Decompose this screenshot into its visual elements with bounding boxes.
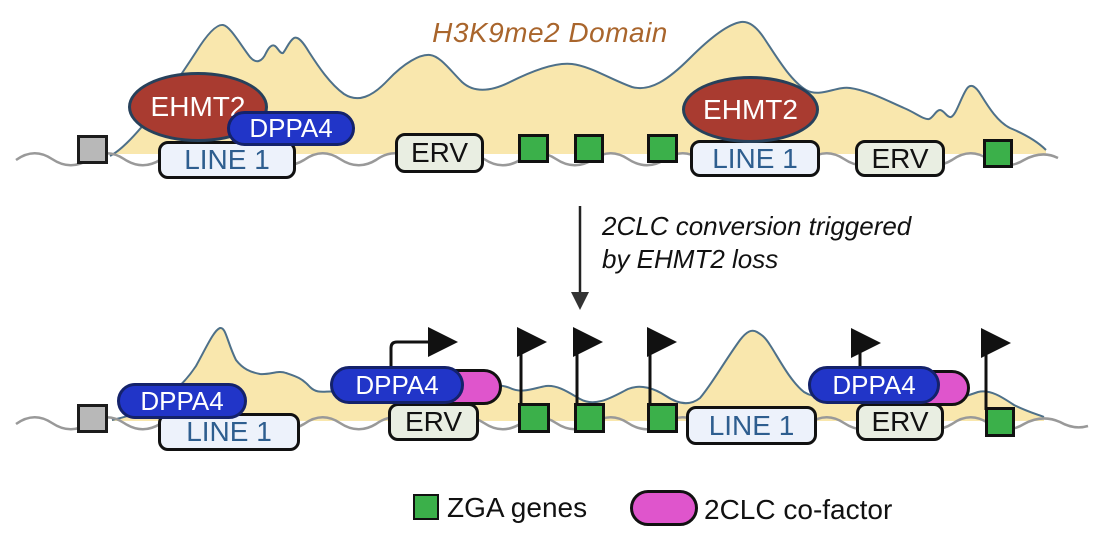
silenced-gene-square <box>77 135 108 164</box>
zga-gene-square <box>574 403 605 433</box>
legend-zga-label: ZGA genes <box>447 492 588 523</box>
zga-gene-square <box>574 134 604 163</box>
zga-gene-square <box>647 134 678 163</box>
dppa4-label: DPPA4 <box>249 113 333 143</box>
dppa4-pill: DPPA4 <box>227 111 355 146</box>
zga-gene-square <box>518 403 550 433</box>
line1-label: LINE 1 <box>712 142 798 174</box>
zga-gene-square <box>518 134 549 163</box>
erv-label: ERV <box>871 142 929 174</box>
ehmt2-label: EHMT2 <box>150 91 246 122</box>
line1-label: LINE 1 <box>186 416 272 447</box>
zga-gene-square <box>983 139 1013 168</box>
erv-box: ERV <box>388 403 479 441</box>
erv-box: ERV <box>395 133 484 173</box>
transcription-arrow <box>573 327 603 406</box>
legend-zga-square <box>413 494 439 520</box>
transcription-arrow <box>517 327 547 406</box>
silenced-gene-square <box>77 404 108 433</box>
h3k9me2-domain-outline <box>109 20 1047 157</box>
line1-label: LINE 1 <box>708 409 795 441</box>
line1-box: LINE 1 <box>158 141 296 179</box>
erv-label: ERV <box>404 406 463 437</box>
transition-caption: 2CLC conversion triggered by EHMT2 loss <box>602 210 911 276</box>
transcription-arrow <box>647 327 677 406</box>
line1-box: LINE 1 <box>690 140 820 177</box>
transcription-arrow <box>851 328 881 372</box>
line1-label: LINE 1 <box>184 144 270 175</box>
zga-gene-square <box>647 403 678 433</box>
dppa4-label: DPPA4 <box>140 385 224 416</box>
dppa4-pill: DPPA4 <box>117 383 247 419</box>
line1-box: LINE 1 <box>686 406 817 445</box>
ehmt2-label: EHMT2 <box>703 93 798 125</box>
transcription-arrow <box>389 327 458 372</box>
ehmt2-ellipse: EHMT2 <box>682 76 819 143</box>
dppa4-label: DPPA4 <box>832 369 916 400</box>
transition-caption-line2: by EHMT2 loss <box>602 244 779 274</box>
zga-gene-square <box>985 407 1015 437</box>
erv-box: ERV <box>855 140 945 177</box>
legend-cofactor-pill <box>630 490 698 526</box>
transcription-arrow <box>981 328 1011 410</box>
dppa4-pill: DPPA4 <box>330 366 464 404</box>
down-arrow-head <box>571 292 589 310</box>
dppa4-pill: DPPA4 <box>808 366 940 404</box>
dppa4-label: DPPA4 <box>355 369 439 400</box>
erv-label: ERV <box>871 406 929 437</box>
erv-label: ERV <box>410 137 469 168</box>
legend-cofactor-label: 2CLC co-factor <box>704 494 893 525</box>
erv-box: ERV <box>856 403 944 441</box>
transition-caption-line1: 2CLC conversion triggered <box>602 211 912 241</box>
domain-title: H3K9me2 Domain <box>432 17 668 48</box>
